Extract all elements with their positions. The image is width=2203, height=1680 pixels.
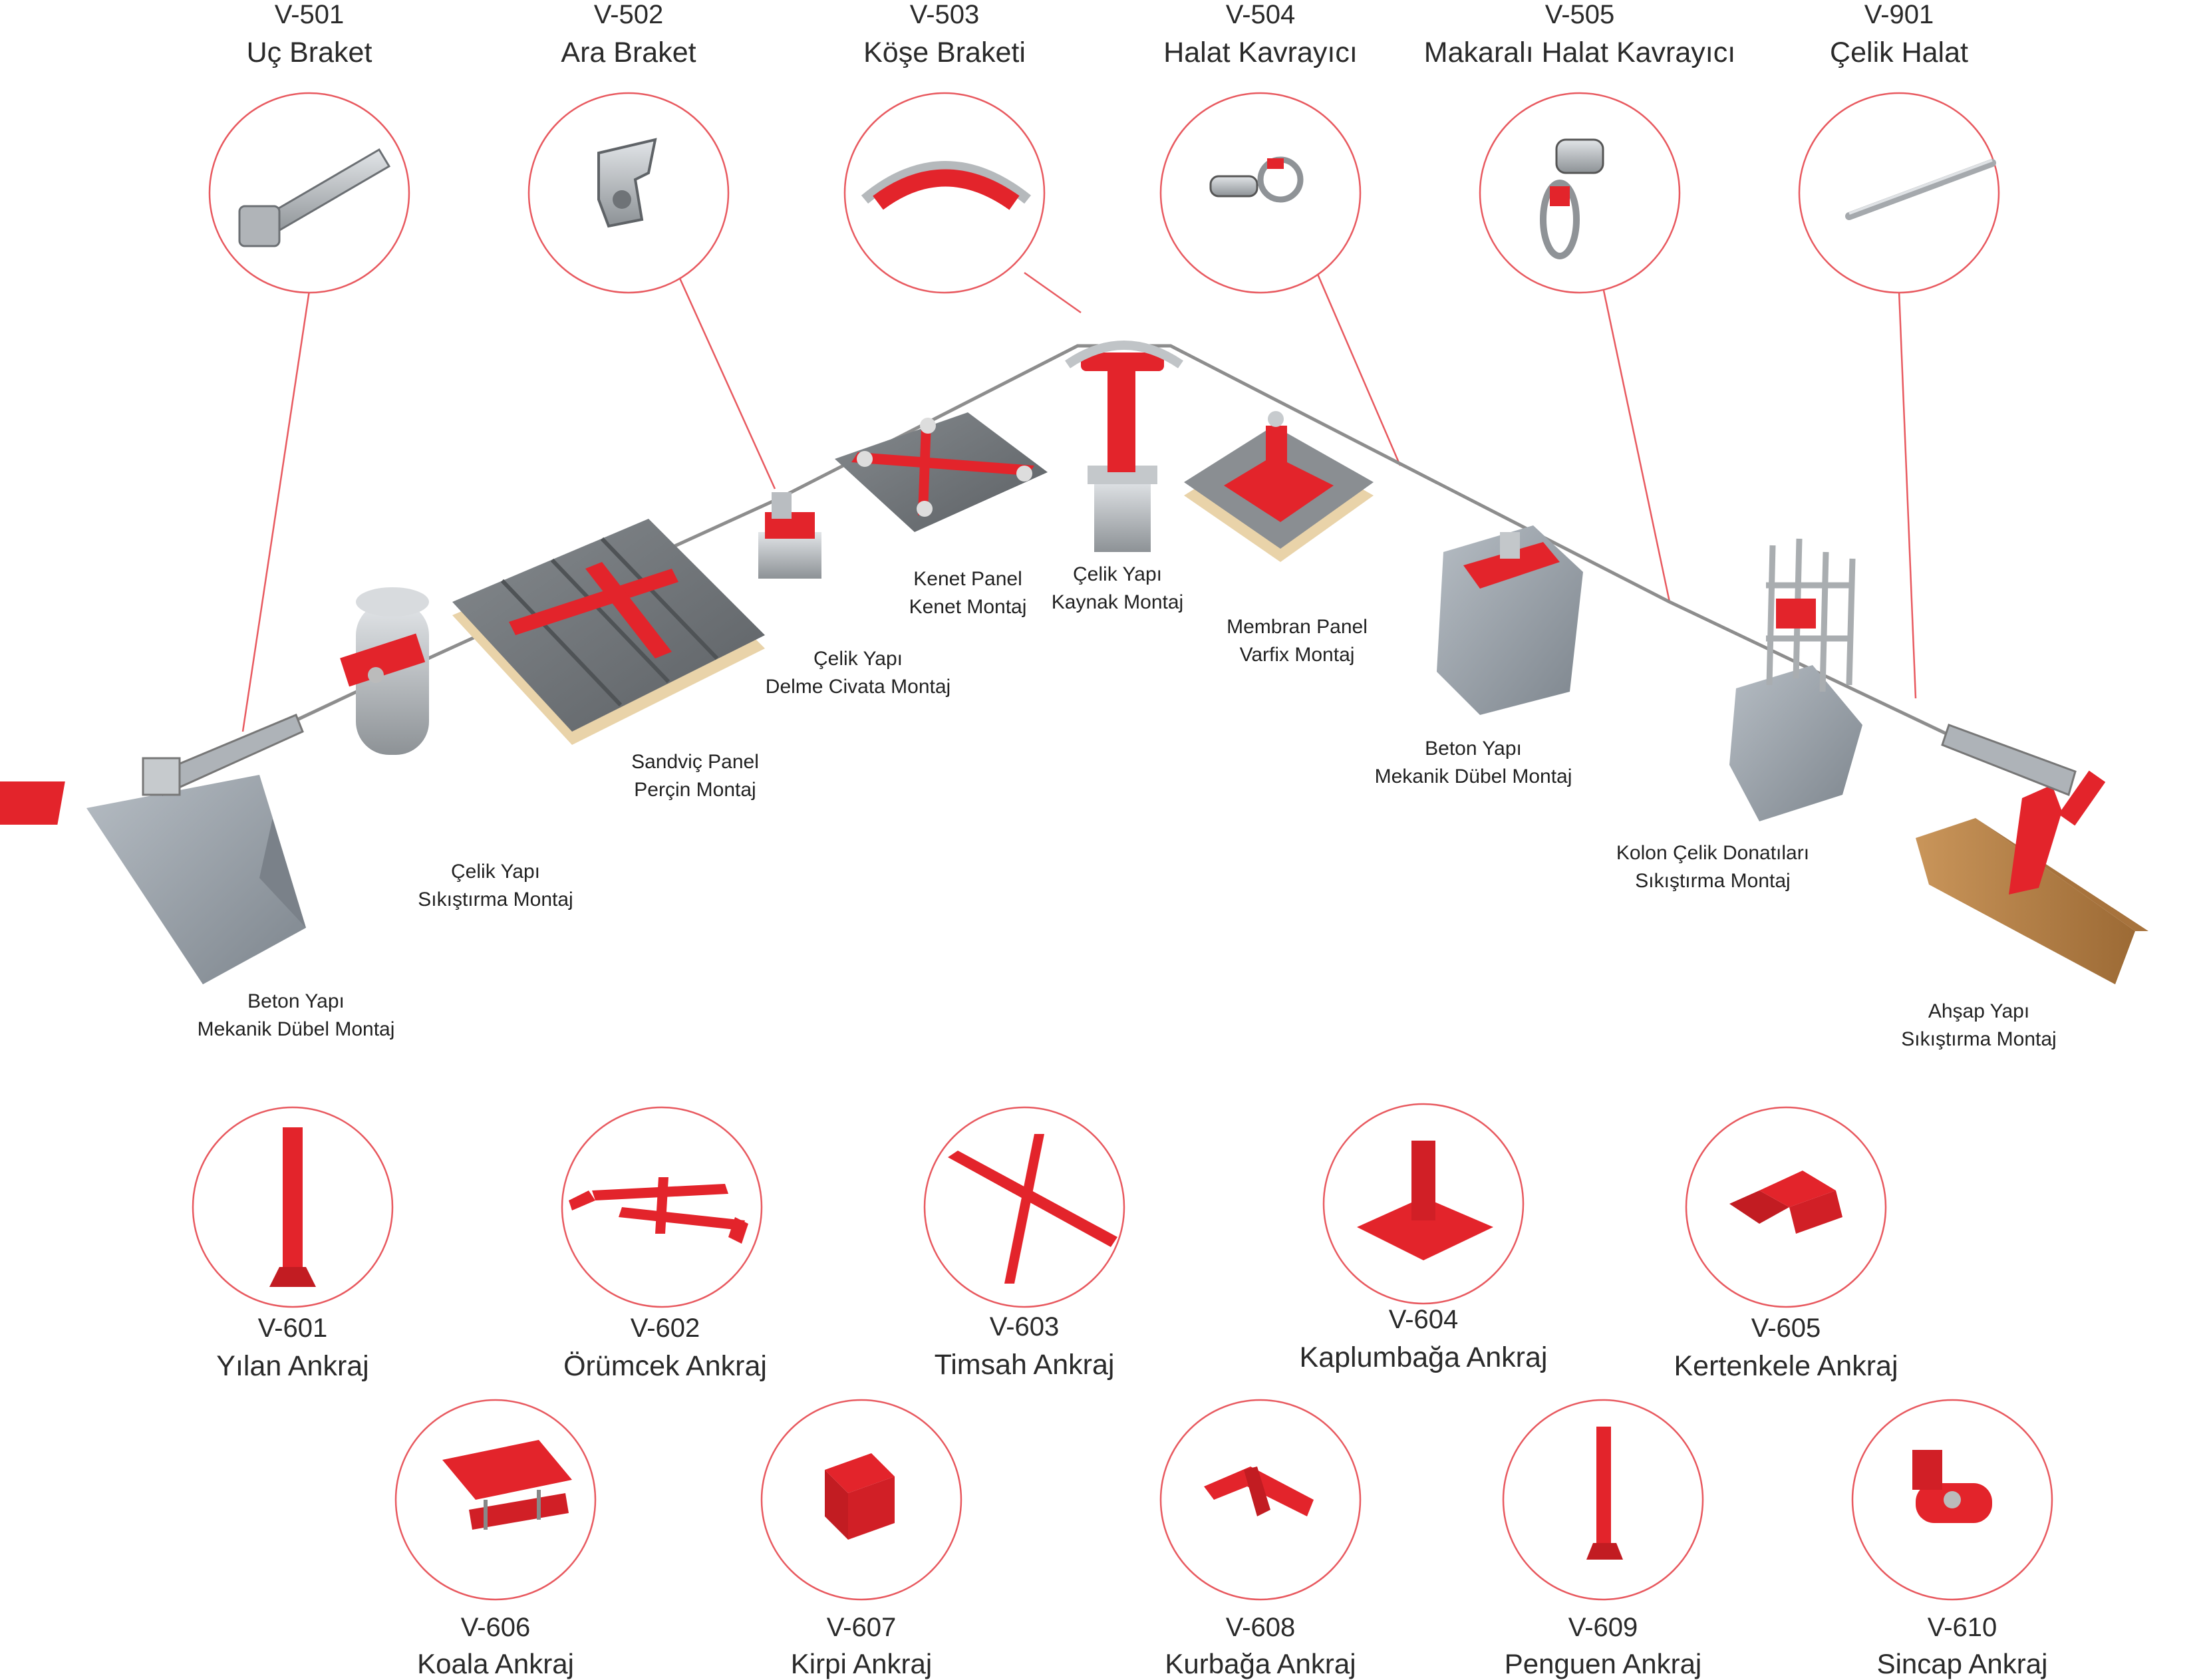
anchor-code-v603: V-603 — [989, 1312, 1060, 1341]
circle-v901 — [1798, 92, 2000, 294]
anchor-name-v605: Kertenkele Ankraj — [1674, 1350, 1898, 1382]
intermediate-bracket-icon — [597, 138, 657, 228]
product-name-v901: Çelik Halat — [1830, 37, 1968, 69]
product-code-v505: V-505 — [1544, 0, 1615, 29]
product-name-v504: Halat Kavrayıcı — [1163, 37, 1358, 69]
product-name-v502: Ara Braket — [561, 37, 696, 69]
leader-lines — [241, 271, 1917, 732]
anchor-name-v609: Penguen Ankraj — [1504, 1648, 1702, 1679]
leader-v504 — [1316, 272, 1401, 466]
welded-post — [1065, 341, 1183, 552]
circle-v503 — [843, 92, 1046, 294]
anchor-name-v608: Kurbağa Ankraj — [1165, 1648, 1356, 1679]
sandwich-panel — [452, 519, 765, 745]
anchor-code-v607: V-607 — [826, 1613, 897, 1642]
anchor-code-v608: V-608 — [1225, 1613, 1296, 1642]
omega-anchor-icon — [1204, 1467, 1314, 1516]
product-code-v504: V-504 — [1225, 0, 1296, 29]
membrane-panel — [1184, 411, 1374, 562]
anchor-name-v602: Örümcek Ankraj — [563, 1350, 767, 1382]
anchor-name-v606: Koala Ankraj — [417, 1648, 574, 1679]
spider-anchor-icon — [569, 1177, 748, 1244]
end-bracket-icon — [238, 148, 391, 247]
pipe-clamp-anchor-icon — [1912, 1450, 1992, 1523]
roller-rope-grab-icon — [1540, 138, 1604, 259]
rope-grab-icon — [1209, 156, 1304, 203]
steel-bracket-small — [758, 492, 821, 579]
leader-v503 — [1024, 271, 1082, 314]
post-anchor-icon — [269, 1127, 316, 1287]
anchor-code-v609: V-609 — [1568, 1613, 1638, 1642]
product-name-v501: Uç Braket — [246, 37, 372, 69]
box-anchor-icon — [825, 1453, 895, 1540]
anchor-name-v603: Timsah Ankraj — [934, 1349, 1115, 1381]
leader-v505 — [1602, 287, 1671, 603]
cross-anchor-icon — [948, 1134, 1117, 1284]
standing-seam-panel — [835, 412, 1048, 532]
anchor-code-v610: V-610 — [1927, 1613, 1997, 1642]
clamp-anchor-icon — [442, 1440, 572, 1530]
product-code-v901: V-901 — [1864, 0, 1934, 29]
steel-pipe-clamp — [340, 587, 429, 755]
concrete-block-left — [0, 714, 306, 984]
timber-beam — [1916, 724, 2148, 984]
anchor-code-v606: V-606 — [460, 1613, 531, 1642]
steel-cable-icon — [1845, 159, 1996, 220]
leader-v501 — [241, 290, 311, 732]
product-name-v503: Köşe Braketi — [863, 37, 1026, 69]
column-rebar — [1729, 538, 1862, 821]
circle-v505 — [1479, 92, 1681, 294]
anchor-name-v610: Sincap Ankraj — [1876, 1648, 2048, 1679]
leader-v901 — [1898, 290, 1917, 699]
top-product-circles — [208, 92, 2000, 294]
product-code-v502: V-502 — [593, 0, 664, 29]
anchor-code-v605: V-605 — [1751, 1314, 1821, 1343]
slim-post-anchor-icon — [1586, 1427, 1623, 1560]
leader-v502 — [677, 275, 776, 490]
anchor-code-v604: V-604 — [1388, 1305, 1459, 1334]
product-code-v501: V-501 — [274, 0, 345, 29]
anchor-name-v601: Yılan Ankraj — [216, 1350, 369, 1382]
plate-post-anchor-icon — [1357, 1141, 1493, 1260]
anchor-code-v601: V-601 — [257, 1314, 328, 1343]
anchor-name-v607: Kirpi Ankraj — [790, 1648, 933, 1679]
anchor-name-v604: Kaplumbağa Ankraj — [1299, 1341, 1548, 1373]
concrete-block-right — [1437, 525, 1583, 715]
product-code-v503: V-503 — [909, 0, 980, 29]
bridge-anchor-icon — [1729, 1171, 1842, 1234]
corner-bracket-icon — [861, 161, 1031, 210]
anchor-code-v602: V-602 — [630, 1314, 700, 1343]
circle-v504 — [1159, 92, 1362, 294]
product-name-v505: Makaralı Halat Kavrayıcı — [1423, 37, 1736, 69]
